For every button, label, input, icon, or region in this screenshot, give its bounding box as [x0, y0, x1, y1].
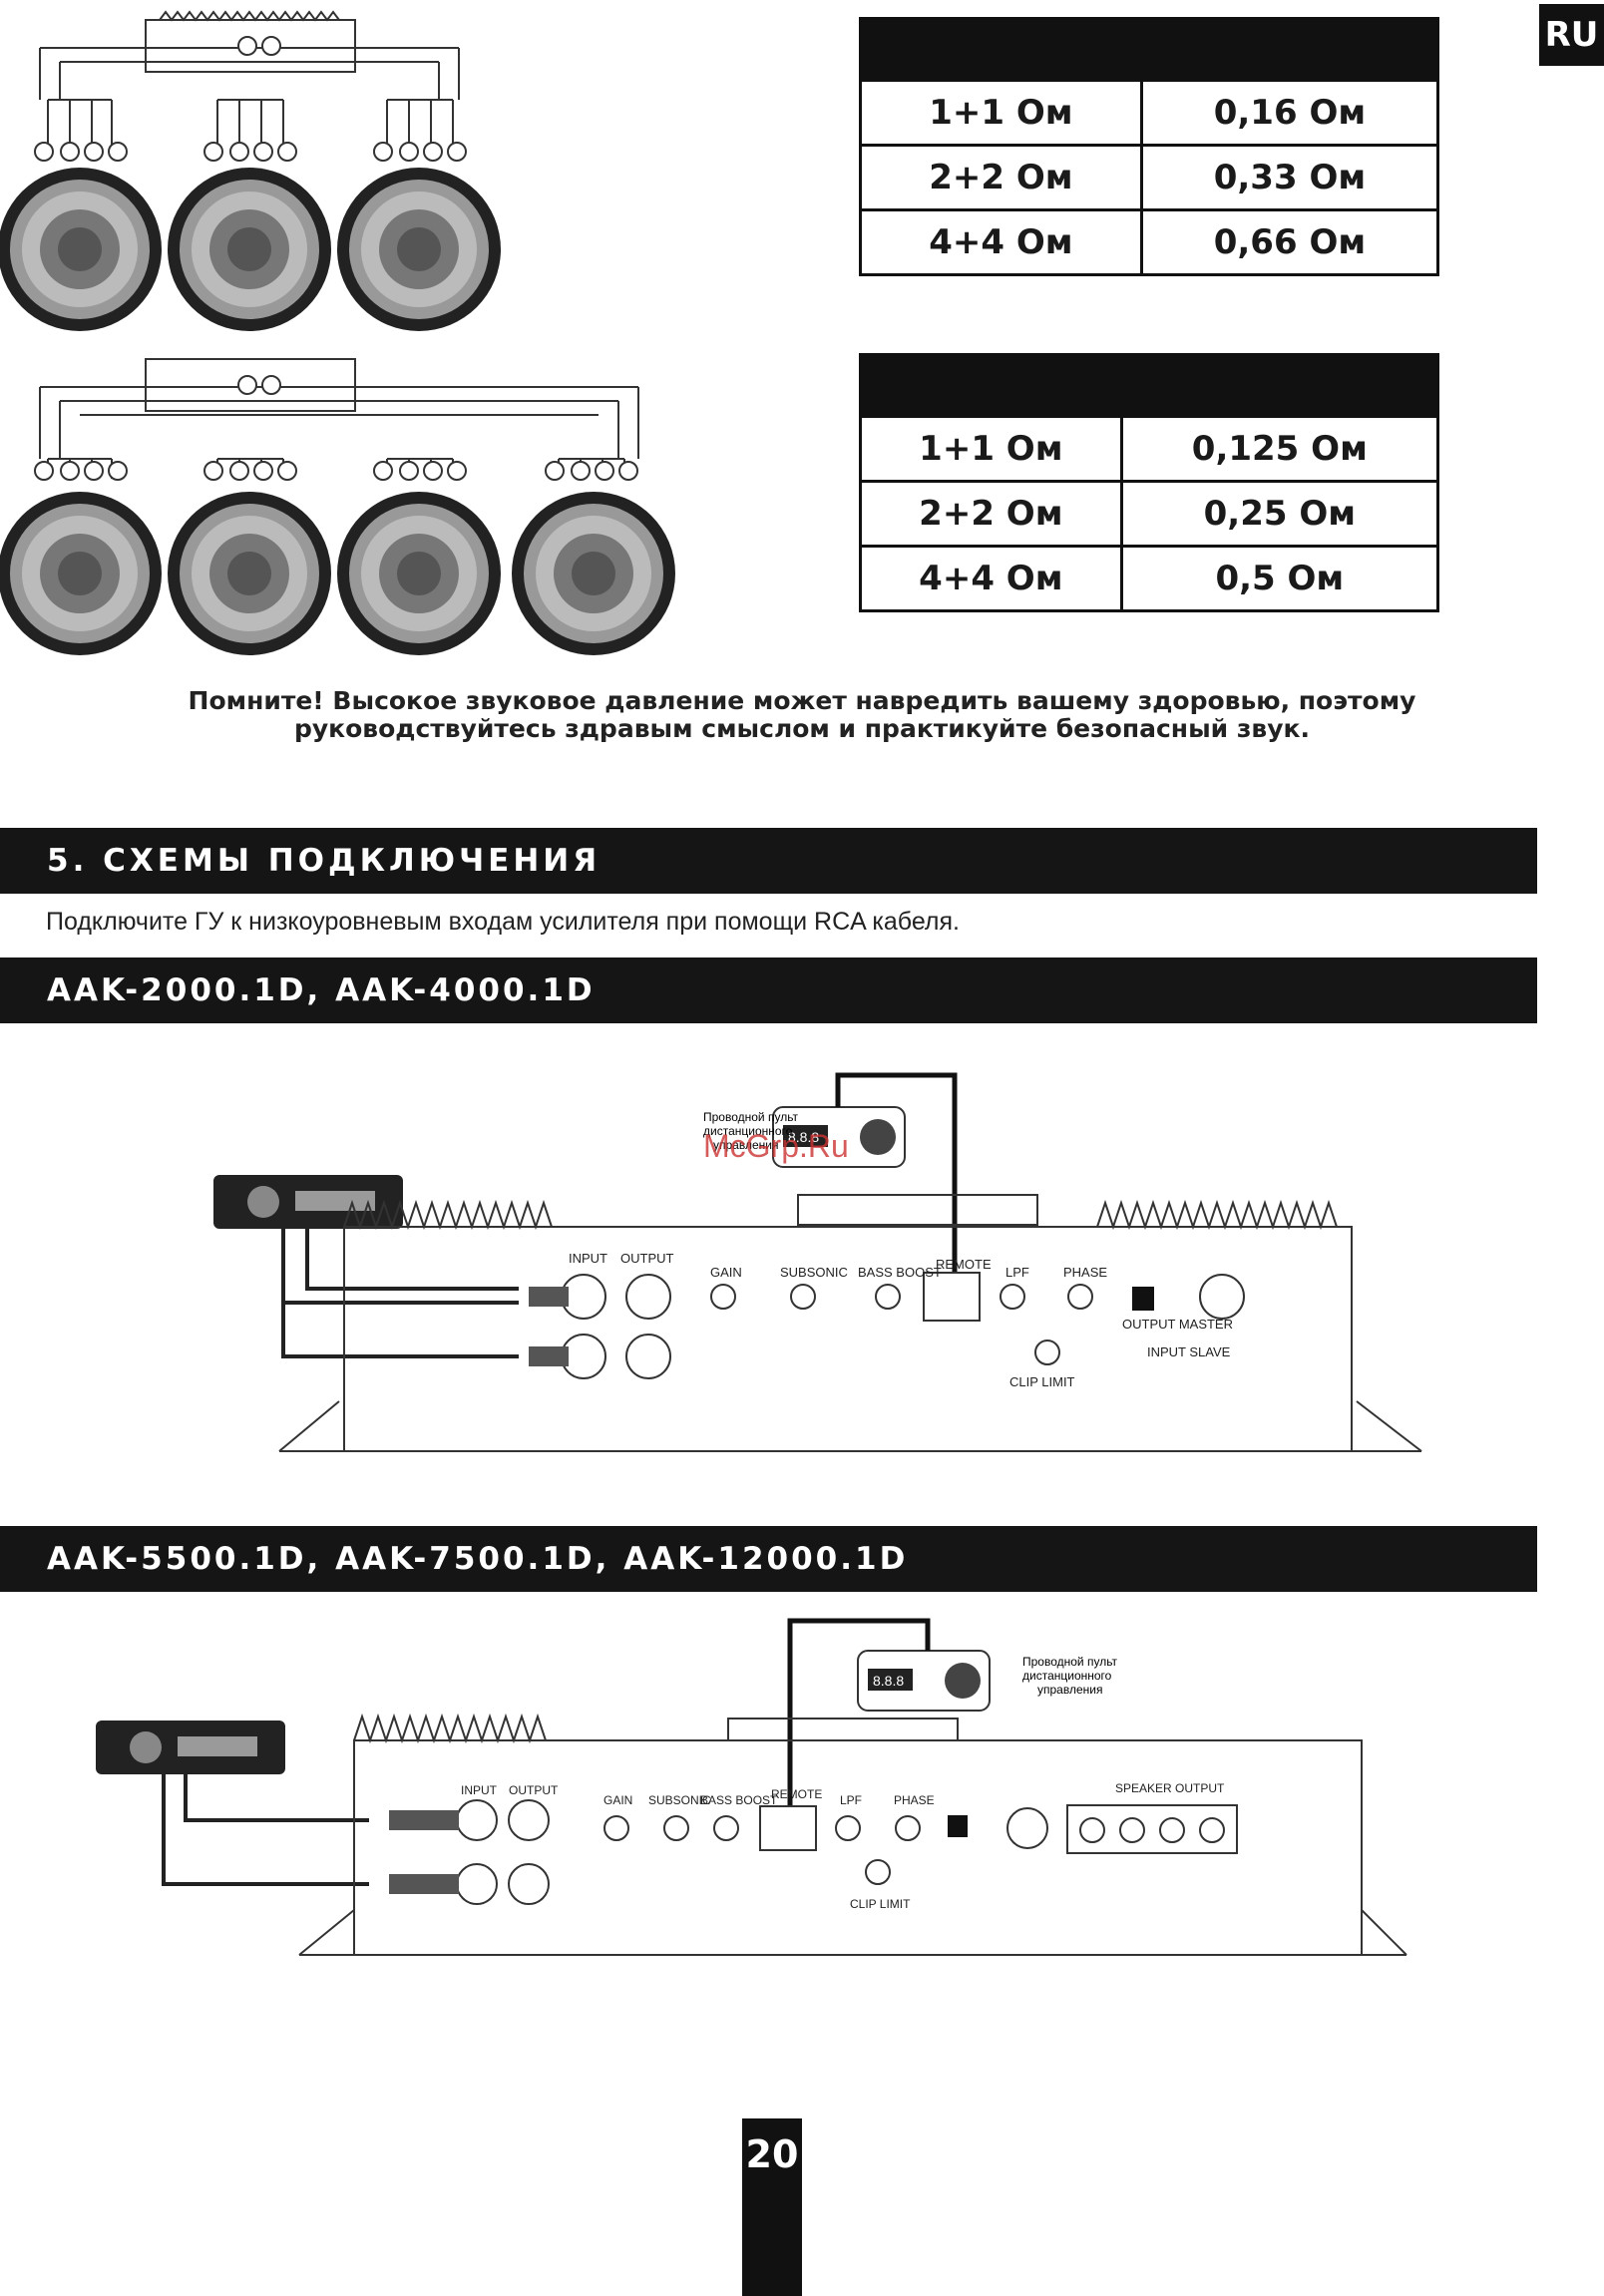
svg-text:PHASE: PHASE [894, 1793, 935, 1807]
svg-text:INPUT SLAVE: INPUT SLAVE [1147, 1344, 1231, 1359]
models-heading-b: AAK-5500.1D, AAK-7500.1D, AAK-12000.1D [0, 1526, 1537, 1592]
svg-text:SPEAKER OUTPUT: SPEAKER OUTPUT [1115, 1781, 1225, 1795]
svg-text:PHASE: PHASE [1063, 1265, 1107, 1280]
svg-text:REMOTE: REMOTE [771, 1787, 822, 1801]
section-intro: Подключите ГУ к низкоуровневым входам ус… [46, 908, 960, 936]
svg-text:INPUT: INPUT [569, 1251, 607, 1266]
models-heading-a: AAK-2000.1D, AAK-4000.1D [0, 957, 1537, 1023]
svg-text:LPF: LPF [840, 1793, 862, 1807]
svg-text:8.8.8: 8.8.8 [788, 1129, 819, 1145]
svg-text:8.8.8: 8.8.8 [873, 1673, 904, 1689]
svg-text:Проводной пульт: Проводной пульт [1022, 1655, 1118, 1669]
amplifier-connection-diagram-a: 8.8.8 Проводной пульт дистанционного упр… [213, 1072, 1422, 1452]
svg-text:REMOTE: REMOTE [936, 1257, 992, 1272]
page-number: 20 [742, 2118, 802, 2296]
svg-text:GAIN: GAIN [710, 1265, 742, 1280]
svg-text:CLIP LIMIT: CLIP LIMIT [850, 1897, 911, 1911]
svg-text:BASS BOOST: BASS BOOST [858, 1265, 942, 1280]
amplifier-connection-diagram-b: 8.8.8 Проводной пульт дистанционного упр… [96, 1618, 1407, 1956]
svg-text:дистанционного: дистанционного [1022, 1669, 1112, 1683]
svg-text:SUBSONIC: SUBSONIC [648, 1793, 711, 1807]
watermark: McGrp.Ru [703, 1128, 849, 1164]
svg-text:CLIP LIMIT: CLIP LIMIT [1009, 1374, 1075, 1389]
svg-text:Проводной пульт: Проводной пульт [703, 1110, 799, 1124]
language-tab: RU [1539, 4, 1604, 66]
svg-text:SUBSONIC: SUBSONIC [780, 1265, 848, 1280]
svg-text:OUTPUT MASTER: OUTPUT MASTER [1122, 1317, 1233, 1332]
svg-text:управления: управления [713, 1138, 778, 1152]
svg-text:дистанционного: дистанционного [703, 1124, 793, 1138]
safety-warning-line2: руководствуйтесь здравым смыслом и практ… [293, 714, 1311, 743]
svg-text:LPF: LPF [1005, 1265, 1029, 1280]
svg-text:OUTPUT: OUTPUT [509, 1783, 559, 1797]
three-subwoofer-wiring-diagram [0, 10, 501, 331]
safety-warning-line1: Помните! Высокое звуковое давление может… [188, 686, 1416, 715]
section-heading: 5. СХЕМЫ ПОДКЛЮЧЕНИЯ [0, 828, 1537, 894]
wired-remote-control: 8.8.8 Проводной пульт дистанционного упр… [787, 1618, 1118, 1840]
svg-text:GAIN: GAIN [603, 1793, 632, 1807]
four-subwoofer-wiring-diagram [0, 358, 675, 655]
head-unit [96, 1721, 285, 1774]
svg-text:BASS BOOST: BASS BOOST [700, 1793, 778, 1807]
svg-text:INPUT: INPUT [461, 1783, 498, 1797]
svg-text:OUTPUT: OUTPUT [620, 1251, 674, 1266]
svg-text:управления: управления [1037, 1683, 1102, 1697]
wired-remote-control: 8.8.8 Проводной пульт дистанционного упр… [703, 1072, 958, 1307]
